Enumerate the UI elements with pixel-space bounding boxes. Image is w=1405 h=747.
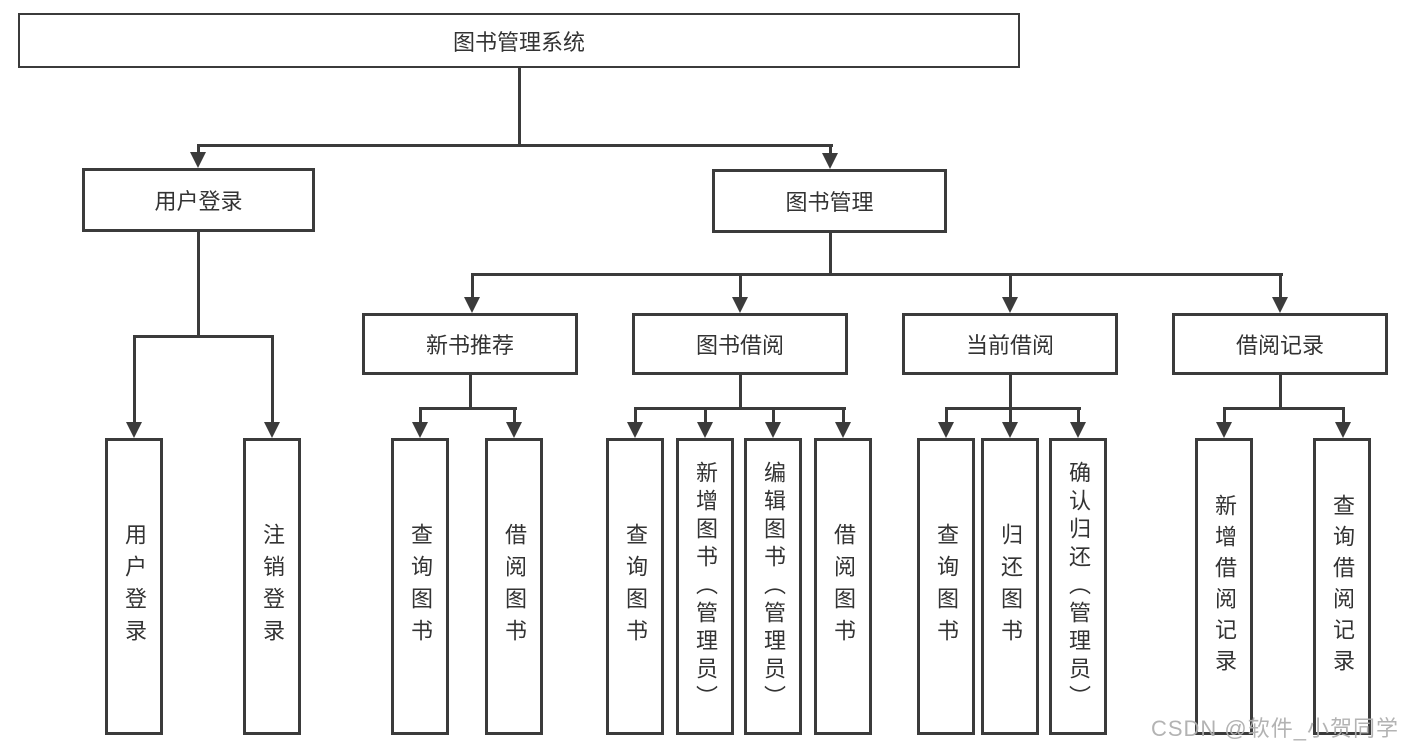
connector-line <box>1279 375 1282 410</box>
connector-line <box>197 232 200 338</box>
arrow-down-icon <box>627 422 643 438</box>
leaf-label: 查询图书 <box>623 522 648 651</box>
connector-line <box>133 335 136 427</box>
arrow-down-icon <box>697 422 713 438</box>
node-library-management-system: 图书管理系统 <box>18 13 1020 68</box>
arrow-down-icon <box>1070 422 1086 438</box>
connector-line <box>419 407 517 410</box>
connector-line <box>469 375 472 410</box>
arrow-down-icon <box>1272 297 1288 313</box>
arrow-down-icon <box>822 153 838 169</box>
arrow-down-icon <box>1002 422 1018 438</box>
leaf-label: 查询图书 <box>934 522 959 651</box>
connector-line <box>829 144 832 158</box>
connector-line <box>1009 375 1012 410</box>
leaf-label: 注销登录 <box>260 522 285 651</box>
arrow-down-icon <box>1002 297 1018 313</box>
connector-line <box>704 407 707 425</box>
connector-line <box>739 273 742 301</box>
leaf-query-books-recommend: 查询图书 <box>391 438 449 735</box>
node-label: 新书推荐 <box>425 333 514 358</box>
leaf-label: 用户登录 <box>122 522 147 651</box>
leaf-add-borrow-record: 新增借阅记录 <box>1195 438 1253 735</box>
connector-line <box>945 407 948 425</box>
leaf-label: 查询借阅记录 <box>1330 493 1355 680</box>
leaf-label: 新增借阅记录 <box>1212 493 1237 680</box>
connector-line <box>133 335 274 338</box>
leaf-query-books-current: 查询图书 <box>917 438 975 735</box>
leaf-confirm-return-admin: 确认归还（管理员） <box>1049 438 1107 735</box>
connector-line <box>1077 407 1080 425</box>
node-user-login: 用户登录 <box>82 168 315 232</box>
connector-line <box>419 407 422 425</box>
leaf-label: 编辑图书（管理员） <box>761 460 786 713</box>
arrow-down-icon <box>938 422 954 438</box>
node-label: 借阅记录 <box>1235 333 1324 358</box>
leaf-user-login: 用户登录 <box>105 438 163 735</box>
connector-line <box>634 407 637 425</box>
leaf-query-borrow-record: 查询借阅记录 <box>1313 438 1371 735</box>
csdn-watermark: CSDN @软件_小贺同学 <box>1150 716 1399 741</box>
connector-line <box>518 68 521 147</box>
leaf-edit-books-admin: 编辑图书（管理员） <box>744 438 802 735</box>
connector-line <box>1009 407 1012 425</box>
arrow-down-icon <box>765 422 781 438</box>
connector-line <box>1223 407 1226 425</box>
node-label: 当前借阅 <box>965 333 1054 358</box>
node-book-management: 图书管理 <box>712 169 947 233</box>
node-current-borrowing: 当前借阅 <box>902 313 1118 375</box>
arrow-down-icon <box>506 422 522 438</box>
connector-line <box>1009 273 1012 301</box>
node-label: 图书管理系统 <box>452 29 585 55</box>
leaf-label: 新增图书（管理员） <box>693 460 718 713</box>
connector-line <box>471 273 474 301</box>
arrow-down-icon <box>1216 422 1232 438</box>
node-label: 用户登录 <box>154 189 243 214</box>
leaf-query-books-borrowing: 查询图书 <box>606 438 664 735</box>
connector-line <box>634 407 846 410</box>
node-new-book-recommendation: 新书推荐 <box>362 313 578 375</box>
node-book-borrowing: 图书借阅 <box>632 313 848 375</box>
arrow-down-icon <box>412 422 428 438</box>
leaf-label: 借阅图书 <box>831 522 856 651</box>
arrow-down-icon <box>835 422 851 438</box>
connector-line <box>271 335 274 427</box>
leaf-label: 借阅图书 <box>502 522 527 651</box>
leaf-borrow-books-recommend: 借阅图书 <box>485 438 543 735</box>
arrow-down-icon <box>264 422 280 438</box>
leaf-return-books: 归还图书 <box>981 438 1039 735</box>
leaf-logout: 注销登录 <box>243 438 301 735</box>
leaf-label: 查询图书 <box>408 522 433 651</box>
node-label: 图书借阅 <box>695 333 784 358</box>
connector-line <box>513 407 516 425</box>
connector-line <box>829 233 832 276</box>
leaf-borrow-books: 借阅图书 <box>814 438 872 735</box>
leaf-add-books-admin: 新增图书（管理员） <box>676 438 734 735</box>
connector-line <box>197 144 833 147</box>
connector-line <box>197 144 200 158</box>
arrow-down-icon <box>732 297 748 313</box>
leaf-label: 归还图书 <box>998 522 1023 651</box>
connector-line <box>772 407 775 425</box>
connector-line <box>842 407 845 425</box>
connector-line <box>471 273 1283 276</box>
connector-line <box>1279 273 1282 301</box>
connector-line <box>1223 407 1345 410</box>
connector-line <box>945 407 1081 410</box>
leaf-label: 确认归还（管理员） <box>1066 460 1091 713</box>
node-borrowing-records: 借阅记录 <box>1172 313 1388 375</box>
arrow-down-icon <box>464 297 480 313</box>
connector-line <box>1342 407 1345 425</box>
arrow-down-icon <box>126 422 142 438</box>
connector-line <box>739 375 742 410</box>
node-label: 图书管理 <box>785 190 874 215</box>
arrow-down-icon <box>190 152 206 168</box>
arrow-down-icon <box>1335 422 1351 438</box>
